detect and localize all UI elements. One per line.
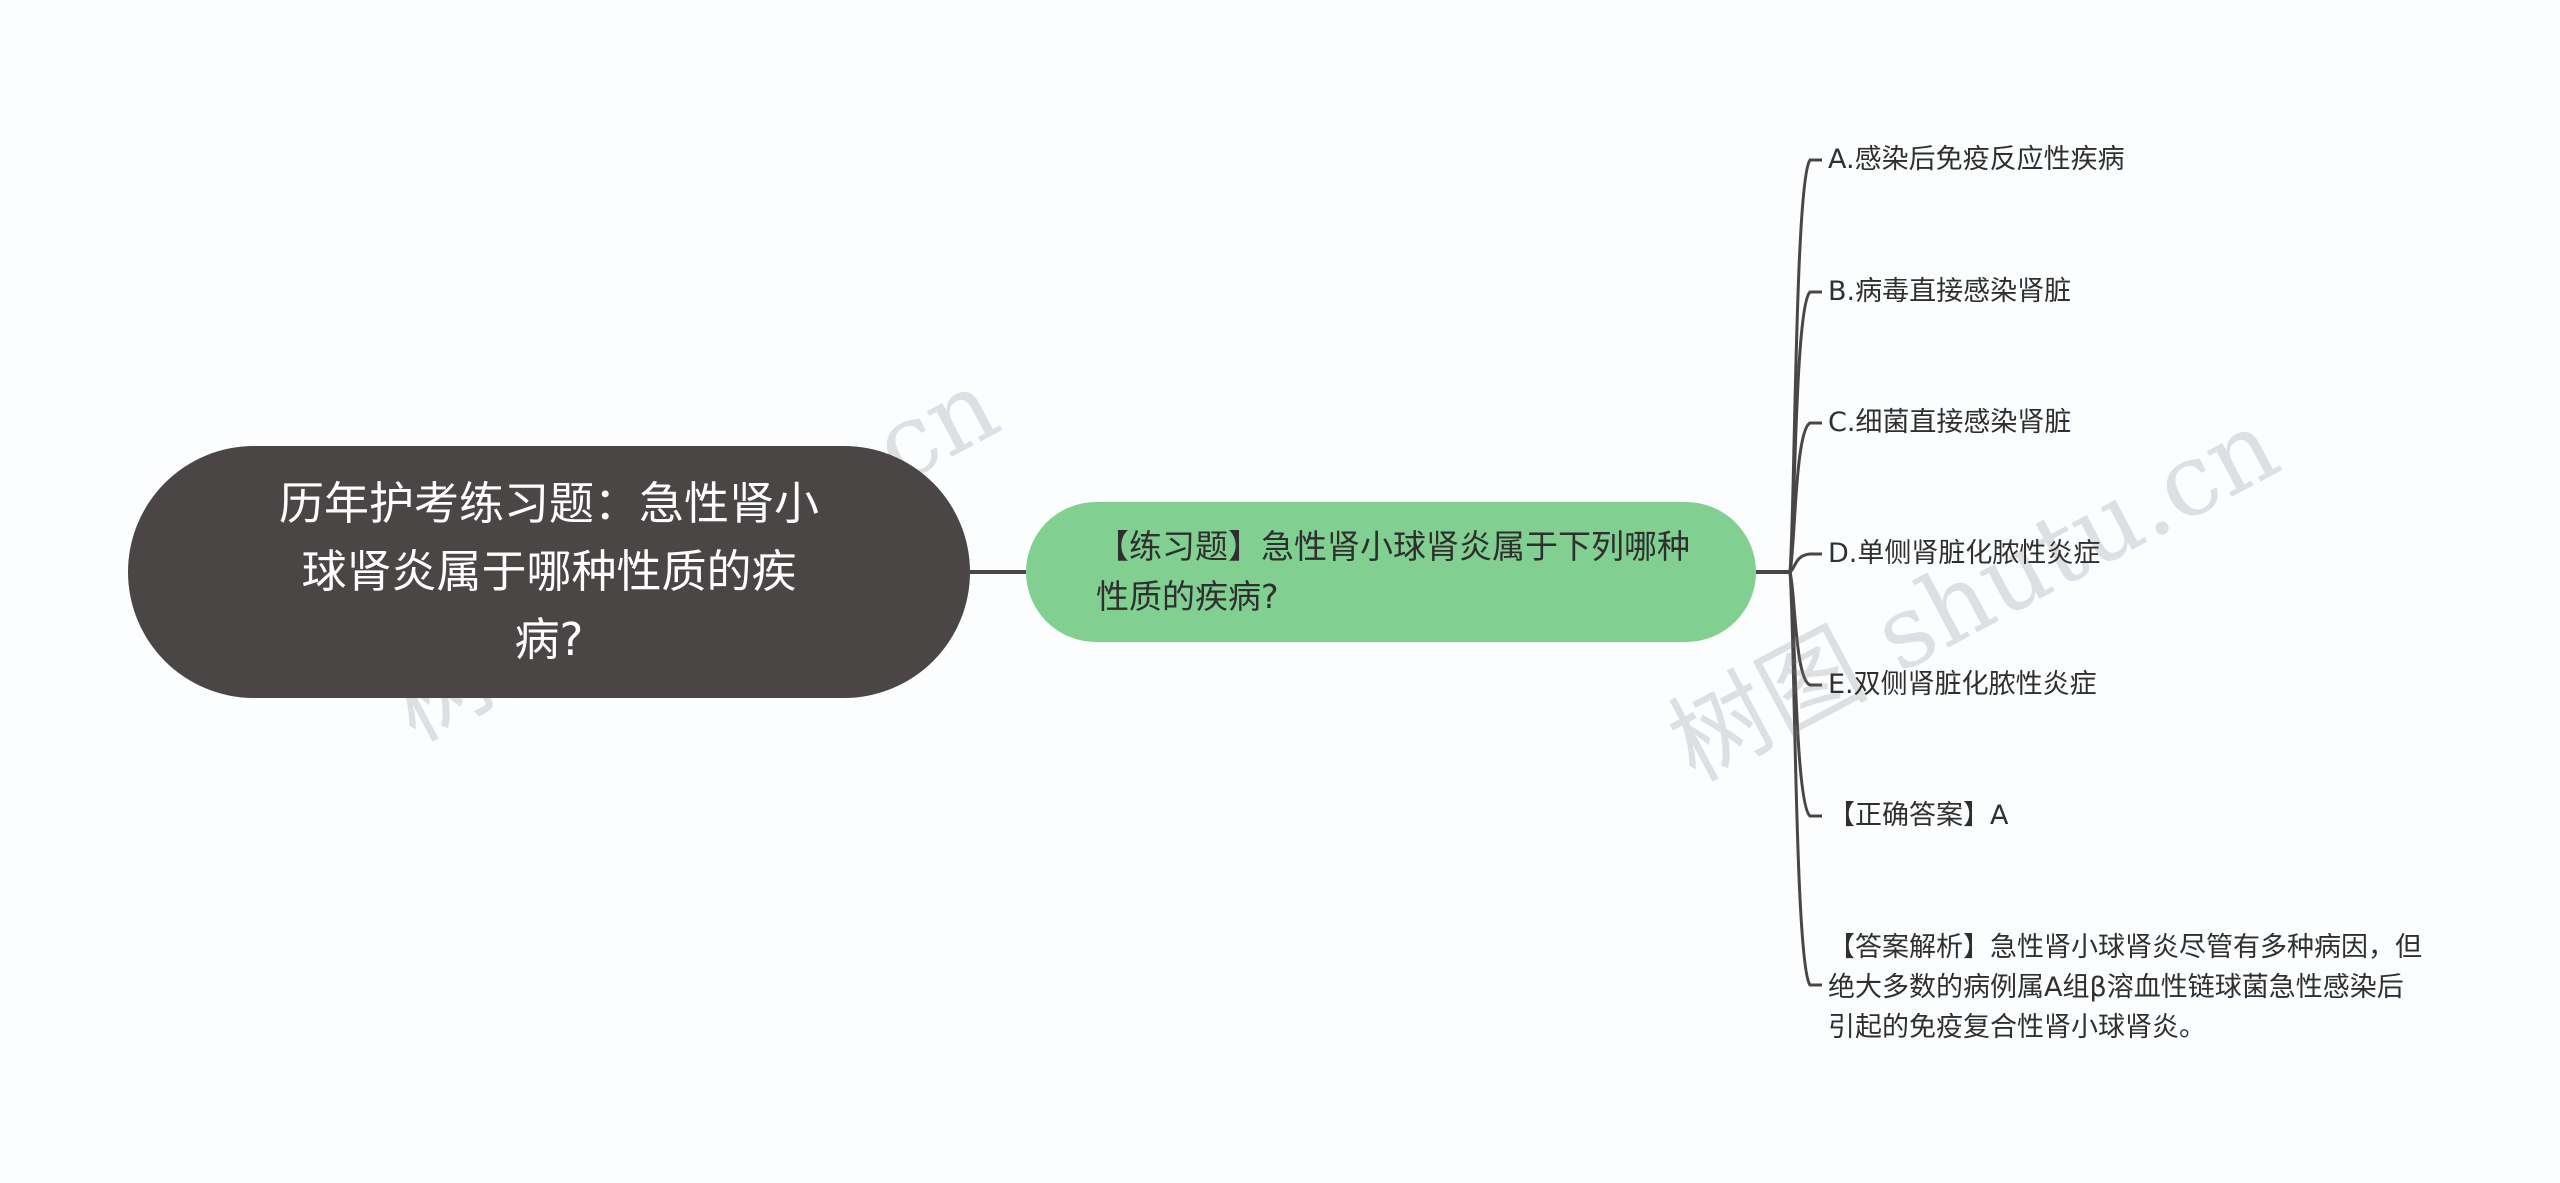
- leaf-option-a[interactable]: A.感染后免疫反应性疾病: [1828, 144, 2125, 175]
- leaf-option-c[interactable]: C.细菌直接感染肾脏: [1828, 407, 2072, 438]
- question-label: 【练习题】急性肾小球肾炎属于下列哪种性质的疾病?: [1096, 527, 1690, 616]
- question-node[interactable]: 【练习题】急性肾小球肾炎属于下列哪种性质的疾病?: [1026, 502, 1756, 642]
- root-topic-label: 历年护考练习题：急性肾小球肾炎属于哪种性质的疾病?: [278, 477, 819, 666]
- branch-curve-2: [1788, 421, 1822, 573]
- branch-curves: [1788, 158, 1822, 987]
- branch-curve-3: [1789, 552, 1822, 574]
- leaf-option-e[interactable]: E.双侧肾脏化脓性炎症: [1828, 669, 2097, 700]
- leaf-option-d[interactable]: D.单侧肾脏化脓性炎症: [1828, 538, 2101, 569]
- leaf-answer-explanation[interactable]: 【答案解析】急性肾小球肾炎尽管有多种病因，但绝大多数的病例属A组β溶血性链球菌急…: [1828, 932, 2422, 1043]
- root-topic-node[interactable]: 历年护考练习题：急性肾小球肾炎属于哪种性质的疾病?: [128, 446, 970, 698]
- leaf-correct-answer[interactable]: 【正确答案】A: [1828, 800, 2009, 831]
- branch-curve-6: [1788, 571, 1822, 987]
- leaf-option-b[interactable]: B.病毒直接感染肾脏: [1828, 276, 2072, 307]
